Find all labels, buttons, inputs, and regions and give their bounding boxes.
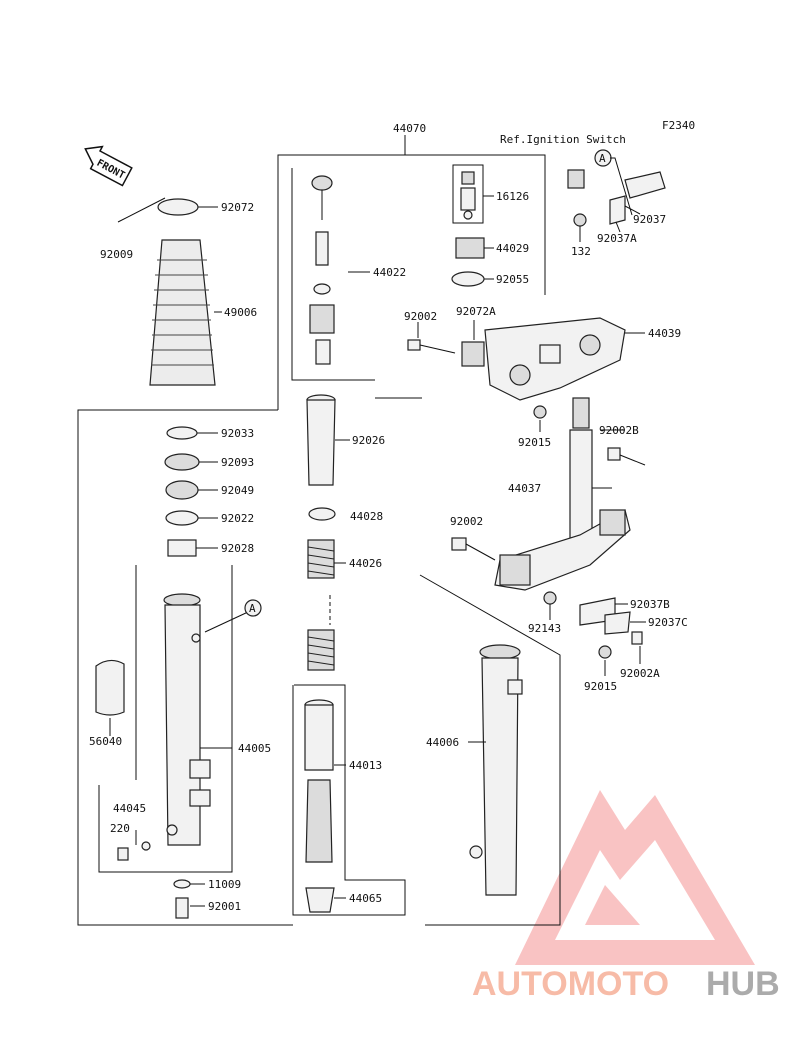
- bottom-bolts: [117, 824, 205, 919]
- label-92001: 92001: [208, 900, 241, 913]
- label-44065: 44065: [349, 892, 382, 905]
- fork-left-top: [163, 593, 201, 607]
- label-56040: 56040: [89, 735, 122, 748]
- ignition-bracket: A: [567, 149, 666, 242]
- label-92093: 92093: [221, 456, 254, 469]
- nut-92015-bot: [598, 645, 612, 659]
- marker-a-left-label: A: [249, 602, 256, 615]
- front-arrow-shape: [84, 145, 133, 187]
- bolt-92001: [175, 897, 189, 919]
- bush-92028: [167, 539, 197, 557]
- watermark-text-b: HUB: [706, 965, 780, 1003]
- label-16126: 16126: [496, 190, 529, 203]
- figure-code: F2340: [662, 119, 695, 132]
- label-44006: 44006: [426, 736, 459, 749]
- cap-parts: [451, 164, 494, 287]
- label-92009: 92009: [100, 248, 133, 261]
- label-92002B: 92002B: [599, 424, 639, 437]
- label-44029: 44029: [496, 242, 529, 255]
- label-92002A: 92002A: [620, 667, 660, 680]
- nut-92015-top: [533, 405, 547, 419]
- label-11009: 11009: [208, 878, 241, 891]
- damper-rod: [304, 699, 346, 913]
- label-220: 220: [110, 822, 130, 835]
- bolt-92002-mid: [451, 537, 467, 551]
- bolt-92002-top: [407, 339, 421, 351]
- label-92033: 92033: [221, 427, 254, 440]
- part-labels: 44070 92072 92009 49006 44022 16126 4402…: [89, 122, 688, 913]
- guard-56040: [95, 659, 125, 716]
- upper-bracket-44039: [407, 317, 645, 432]
- ring-92093: [164, 453, 200, 471]
- label-92028: 92028: [221, 542, 254, 555]
- label-44026: 44026: [349, 557, 382, 570]
- label-44070: 44070: [393, 122, 426, 135]
- fork-outer-right: [468, 644, 523, 896]
- bolt-132: [573, 213, 587, 227]
- ring-92033: [166, 426, 198, 440]
- label-44005: 44005: [238, 742, 271, 755]
- oring-92055: [451, 271, 485, 287]
- label-92022: 92022: [221, 512, 254, 525]
- label-44037: 44037: [508, 482, 541, 495]
- washer-11009: [173, 879, 191, 889]
- label-92072A: 92072A: [456, 305, 496, 318]
- ring-92022: [165, 510, 199, 526]
- label-132: 132: [571, 245, 591, 258]
- label-44045: 44045: [113, 802, 146, 815]
- watermark-text-a: AUTOMOTO: [472, 965, 669, 1003]
- washer-92143: [543, 591, 557, 605]
- spring-column: [306, 394, 350, 671]
- steering-stem-44037: [451, 397, 646, 620]
- label-92072: 92072: [221, 201, 254, 214]
- label-92037: 92037: [633, 213, 666, 226]
- label-92055: 92055: [496, 273, 529, 286]
- label-92037B: 92037B: [630, 598, 670, 611]
- ref-note: Ref.Ignition Switch: [500, 133, 626, 146]
- front-arrow: FRONT: [84, 145, 133, 187]
- clamp-92072: [157, 198, 199, 216]
- group-frames: [77, 135, 561, 926]
- label-92002-top: 92002: [404, 310, 437, 323]
- label-44013: 44013: [349, 759, 382, 772]
- marker-a-left: [244, 599, 262, 617]
- label-92037C: 92037C: [648, 616, 688, 629]
- seal-92049: [165, 480, 199, 500]
- inner-parts-column: [309, 175, 370, 365]
- label-92026: 92026: [352, 434, 385, 447]
- lower-clamps: [579, 597, 646, 676]
- seal-stack: [164, 426, 218, 557]
- label-92002-mid: 92002: [450, 515, 483, 528]
- label-92015-bot: 92015: [584, 680, 617, 693]
- marker-a-right-label: A: [599, 152, 606, 165]
- watermark: AUTOMOTO HUB: [472, 790, 780, 1003]
- spring-44026: [307, 539, 335, 671]
- bolt-92002A: [631, 631, 643, 645]
- watermark-triangle-core: [585, 885, 640, 925]
- bolt-92002B: [607, 447, 621, 461]
- label-92143: 92143: [528, 622, 561, 635]
- washer-44028: [308, 507, 336, 521]
- label-92049: 92049: [221, 484, 254, 497]
- cap-44029: [455, 237, 485, 259]
- fork-outer-left: A: [163, 593, 262, 846]
- label-49006: 49006: [224, 306, 257, 319]
- clamp-92072A: [461, 341, 485, 367]
- label-92015-top: 92015: [518, 436, 551, 449]
- label-44028: 44028: [350, 510, 383, 523]
- label-92037A: 92037A: [597, 232, 637, 245]
- label-44022: 44022: [373, 266, 406, 279]
- boot-assembly: [117, 197, 222, 386]
- piece-44065: [305, 887, 335, 913]
- label-44039: 44039: [648, 327, 681, 340]
- boot-49006: [149, 239, 216, 386]
- fork-left-body: [164, 604, 201, 846]
